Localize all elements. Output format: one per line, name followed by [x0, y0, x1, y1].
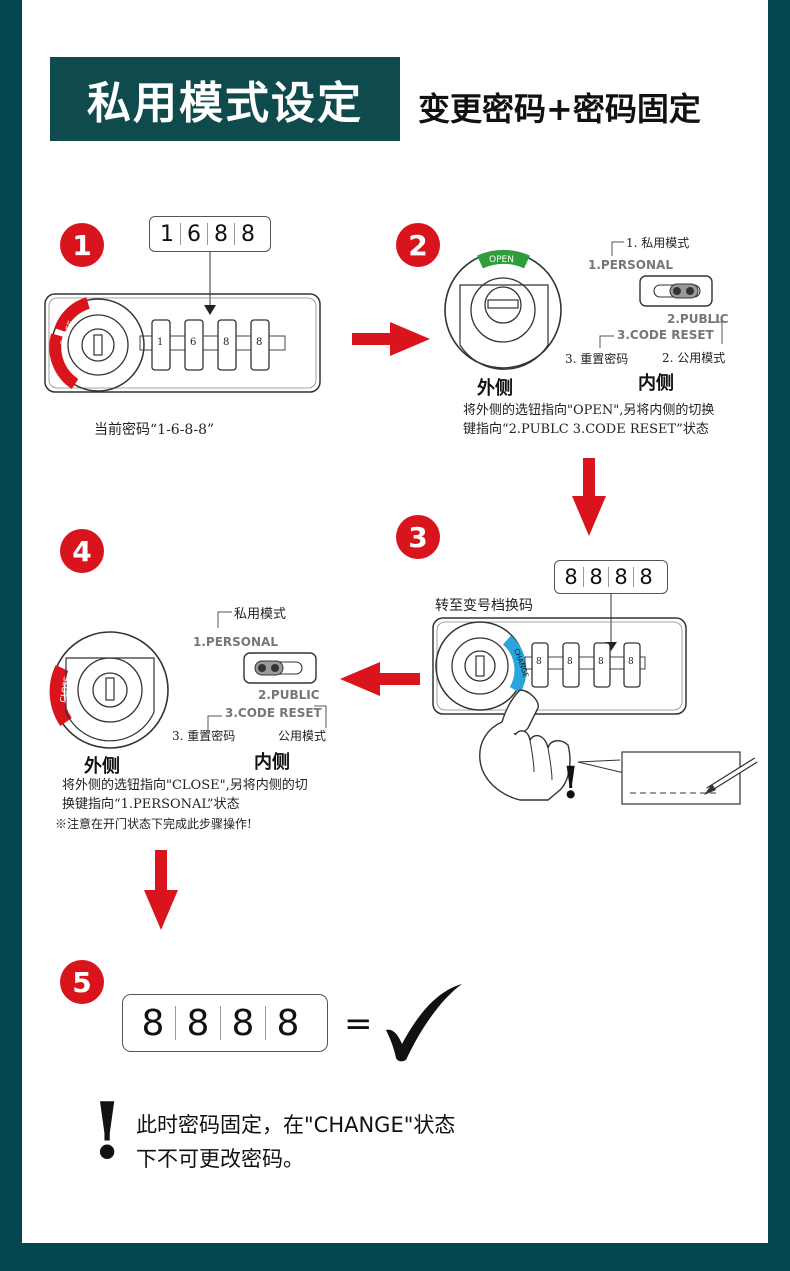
dial-digit: 8	[256, 337, 263, 348]
dial-digit: 1	[157, 337, 164, 348]
opt-code-reset-en: 3.CODE RESET	[225, 706, 322, 720]
code-digit: 8	[241, 221, 255, 247]
dial-digit: 8	[567, 657, 573, 667]
step-3-code-display: 8 8 8 8	[554, 560, 668, 594]
equals-sign: =	[344, 1004, 373, 1044]
step-2-caption-1: 将外侧的选钮指向"OPEN",另将内侧的切换	[463, 403, 715, 418]
step-4-warning: ※注意在开门状态下完成此步骤操作!	[55, 817, 252, 831]
code-digit: 8	[276, 1002, 300, 1044]
inside-label: 内侧	[254, 752, 290, 773]
code-digit: 6	[187, 221, 201, 247]
opt-public-en: 2.PUBLIC	[258, 688, 320, 702]
opt-personal-cn: 1. 私用模式	[626, 236, 690, 250]
dial-digit: 8	[628, 657, 634, 667]
step-1-caption: 当前密码“1-6-8-8”	[94, 422, 215, 438]
open-label: OPEN	[489, 255, 514, 265]
code-digit: 1	[160, 221, 174, 247]
opt-personal-en: 1.PERSONAL	[193, 635, 278, 649]
step-2-caption-2: 键指向“2.PUBLC 3.CODE RESET”状态	[463, 422, 709, 437]
outside-label: 外侧	[477, 378, 513, 399]
step-1-number: 1	[60, 223, 104, 267]
opt-public-en: 2.PUBLIC	[667, 312, 729, 326]
step-3-number: 3	[396, 515, 440, 559]
code-digit: 8	[589, 565, 603, 589]
opt-public-cn: 公用模式	[278, 729, 327, 743]
code-digit: 8	[231, 1002, 255, 1044]
step-3-caption: 转至变号档换码	[435, 598, 533, 614]
code-digit: 8	[639, 565, 653, 589]
opt-code-reset-cn: 3. 重置密码	[565, 352, 629, 366]
opt-personal-en: 1.PERSONAL	[588, 258, 673, 272]
dial-digit: 6	[190, 337, 197, 348]
step-5-number: 5	[60, 960, 104, 1004]
opt-code-reset-cn: 3. 重置密码	[172, 729, 236, 743]
code-digit: 8	[186, 1002, 210, 1044]
code-digit: 8	[214, 221, 228, 247]
dial-digit: 8	[536, 657, 542, 667]
step-3-warning-mark: !	[561, 758, 581, 809]
outside-label: 外侧	[84, 756, 120, 777]
step-4-number: 4	[60, 529, 104, 573]
code-digit: 8	[141, 1002, 165, 1044]
code-digit: 8	[564, 565, 578, 589]
opt-public-cn: 2. 公用模式	[662, 351, 726, 365]
step-4-caption-2: 换键指向“1.PERSONAL”状态	[62, 797, 240, 812]
dial-digit: 8	[598, 657, 604, 667]
step-5-code-display: 8 8 8 8	[122, 994, 328, 1052]
opt-code-reset-en: 3.CODE RESET	[617, 328, 714, 342]
code-digit: 8	[614, 565, 628, 589]
step-2-number: 2	[396, 223, 440, 267]
step-5-warning-mark: !	[90, 1086, 125, 1177]
page-subtitle: 变更密码+密码固定	[418, 90, 701, 128]
step-1-code-display: 1 6 8 8	[149, 216, 271, 252]
final-note: 此时密码固定，在"CHANGE"状态 下不可更改密码。	[136, 1113, 456, 1171]
step-4-caption-1: 将外侧的选钮指向"CLOSE",另将内侧的切	[62, 778, 308, 793]
opt-personal-cn: 私用模式	[234, 607, 287, 622]
inside-label: 内侧	[638, 373, 674, 394]
page-title: 私用模式设定	[50, 57, 400, 141]
dial-digit: 8	[223, 337, 230, 348]
